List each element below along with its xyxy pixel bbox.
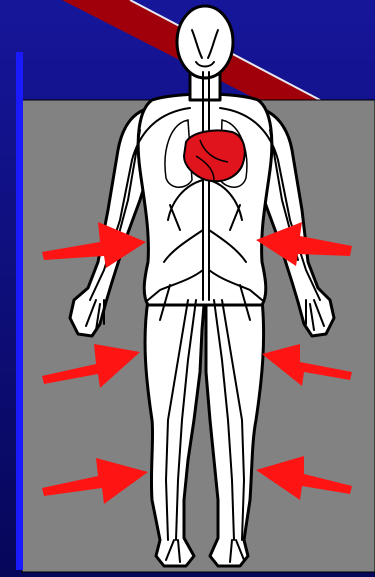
heart-organ — [184, 130, 245, 181]
torso — [138, 94, 272, 305]
accent-bar — [16, 52, 23, 570]
